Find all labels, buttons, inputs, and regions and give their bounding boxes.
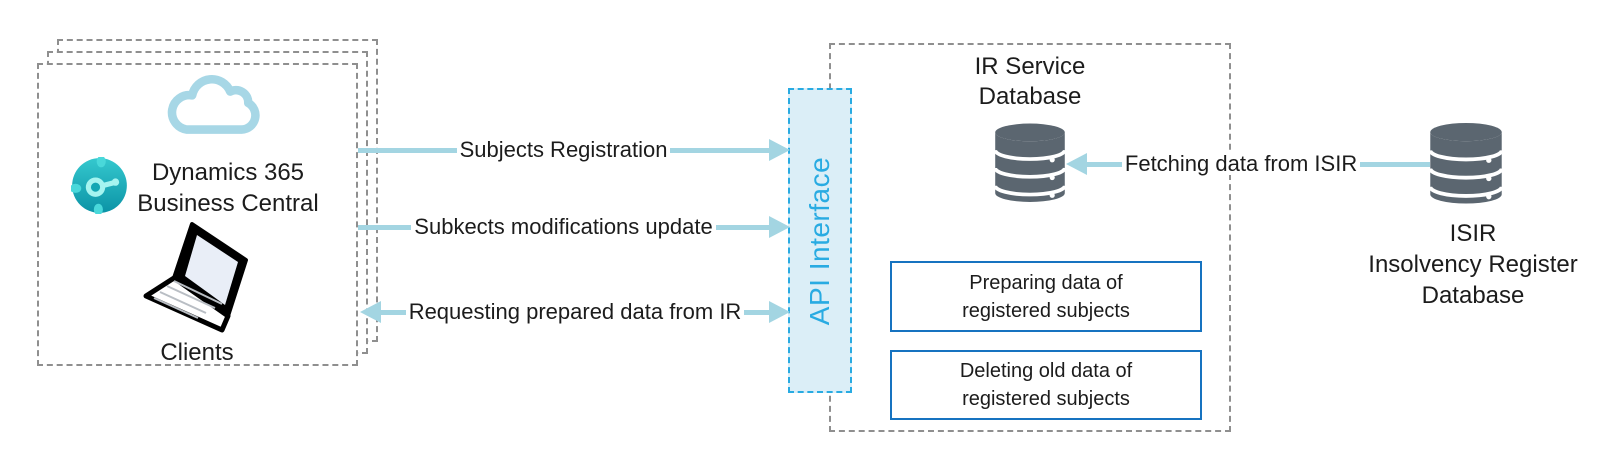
dynamics-label: Dynamics 365 Business Central — [128, 157, 328, 219]
isir-database-icon — [1428, 122, 1504, 204]
arrowhead-left-icon — [360, 301, 381, 323]
process-box-deleting-line1: Deleting old data of — [959, 360, 1133, 382]
arrow-fetching-data-label: Fetching data from ISIR — [1121, 153, 1361, 175]
api-interface-label: API Interface — [804, 156, 835, 325]
arrow-line — [744, 309, 770, 315]
process-box-preparing-line2: registered subjects — [962, 299, 1130, 322]
isir-db-label-line1: ISIR — [1449, 220, 1497, 247]
cloud-icon — [167, 75, 260, 134]
isir-db-label-line3: Database — [1421, 282, 1525, 309]
arrow-line — [381, 309, 406, 315]
api-interface-box: API Interface — [788, 88, 852, 393]
ir-service-db-label-line1: IR Service — [974, 53, 1086, 80]
arrow-line — [358, 224, 412, 230]
clients-caption: Clients — [160, 339, 234, 366]
ir-database-icon — [993, 123, 1067, 202]
laptop-icon — [143, 222, 248, 333]
arrowhead-left-icon — [1066, 153, 1087, 175]
process-box-preparing-line1: Preparing data of — [969, 271, 1123, 294]
arrow-line — [715, 224, 769, 230]
arrowhead-right-icon — [769, 139, 791, 161]
dynamics-label-line1: Dynamics 365 — [151, 159, 305, 186]
arrow-requesting-data-label: Requesting prepared data from IR — [405, 301, 745, 323]
process-box-deleting: Deleting old data of registered subjects — [890, 350, 1202, 420]
arrow-line — [1087, 161, 1122, 167]
arrow-fetching-data: Fetching data from ISIR — [1066, 153, 1430, 175]
process-box-deleting-line2: registered subjects — [962, 388, 1130, 410]
process-box-preparing: Preparing data of registered subjects — [890, 261, 1202, 332]
isir-db-label: ISIR Insolvency Register Database — [1323, 218, 1607, 311]
isir-db-label-line2: Insolvency Register — [1368, 251, 1578, 278]
arrow-subjects-registration: Subjects Registration — [358, 139, 791, 161]
dynamics-365-icon — [71, 157, 127, 214]
arrowhead-right-icon — [769, 216, 790, 238]
arrow-subjects-modifications-label: Subkects modifications update — [411, 216, 716, 238]
arrow-subjects-registration-label: Subjects Registration — [456, 139, 671, 161]
arrow-line — [358, 147, 457, 153]
arrow-line — [1360, 161, 1430, 167]
arrow-line — [670, 147, 770, 153]
ir-service-db-label-line2: Database — [978, 83, 1082, 110]
arrowhead-right-icon — [769, 301, 791, 323]
arrow-subjects-modifications: Subkects modifications update — [358, 216, 790, 238]
arrow-requesting-data: Requesting prepared data from IR — [360, 301, 791, 323]
ir-service-db-label: IR Service Database — [930, 52, 1130, 112]
dynamics-label-line2: Business Central — [137, 190, 319, 217]
